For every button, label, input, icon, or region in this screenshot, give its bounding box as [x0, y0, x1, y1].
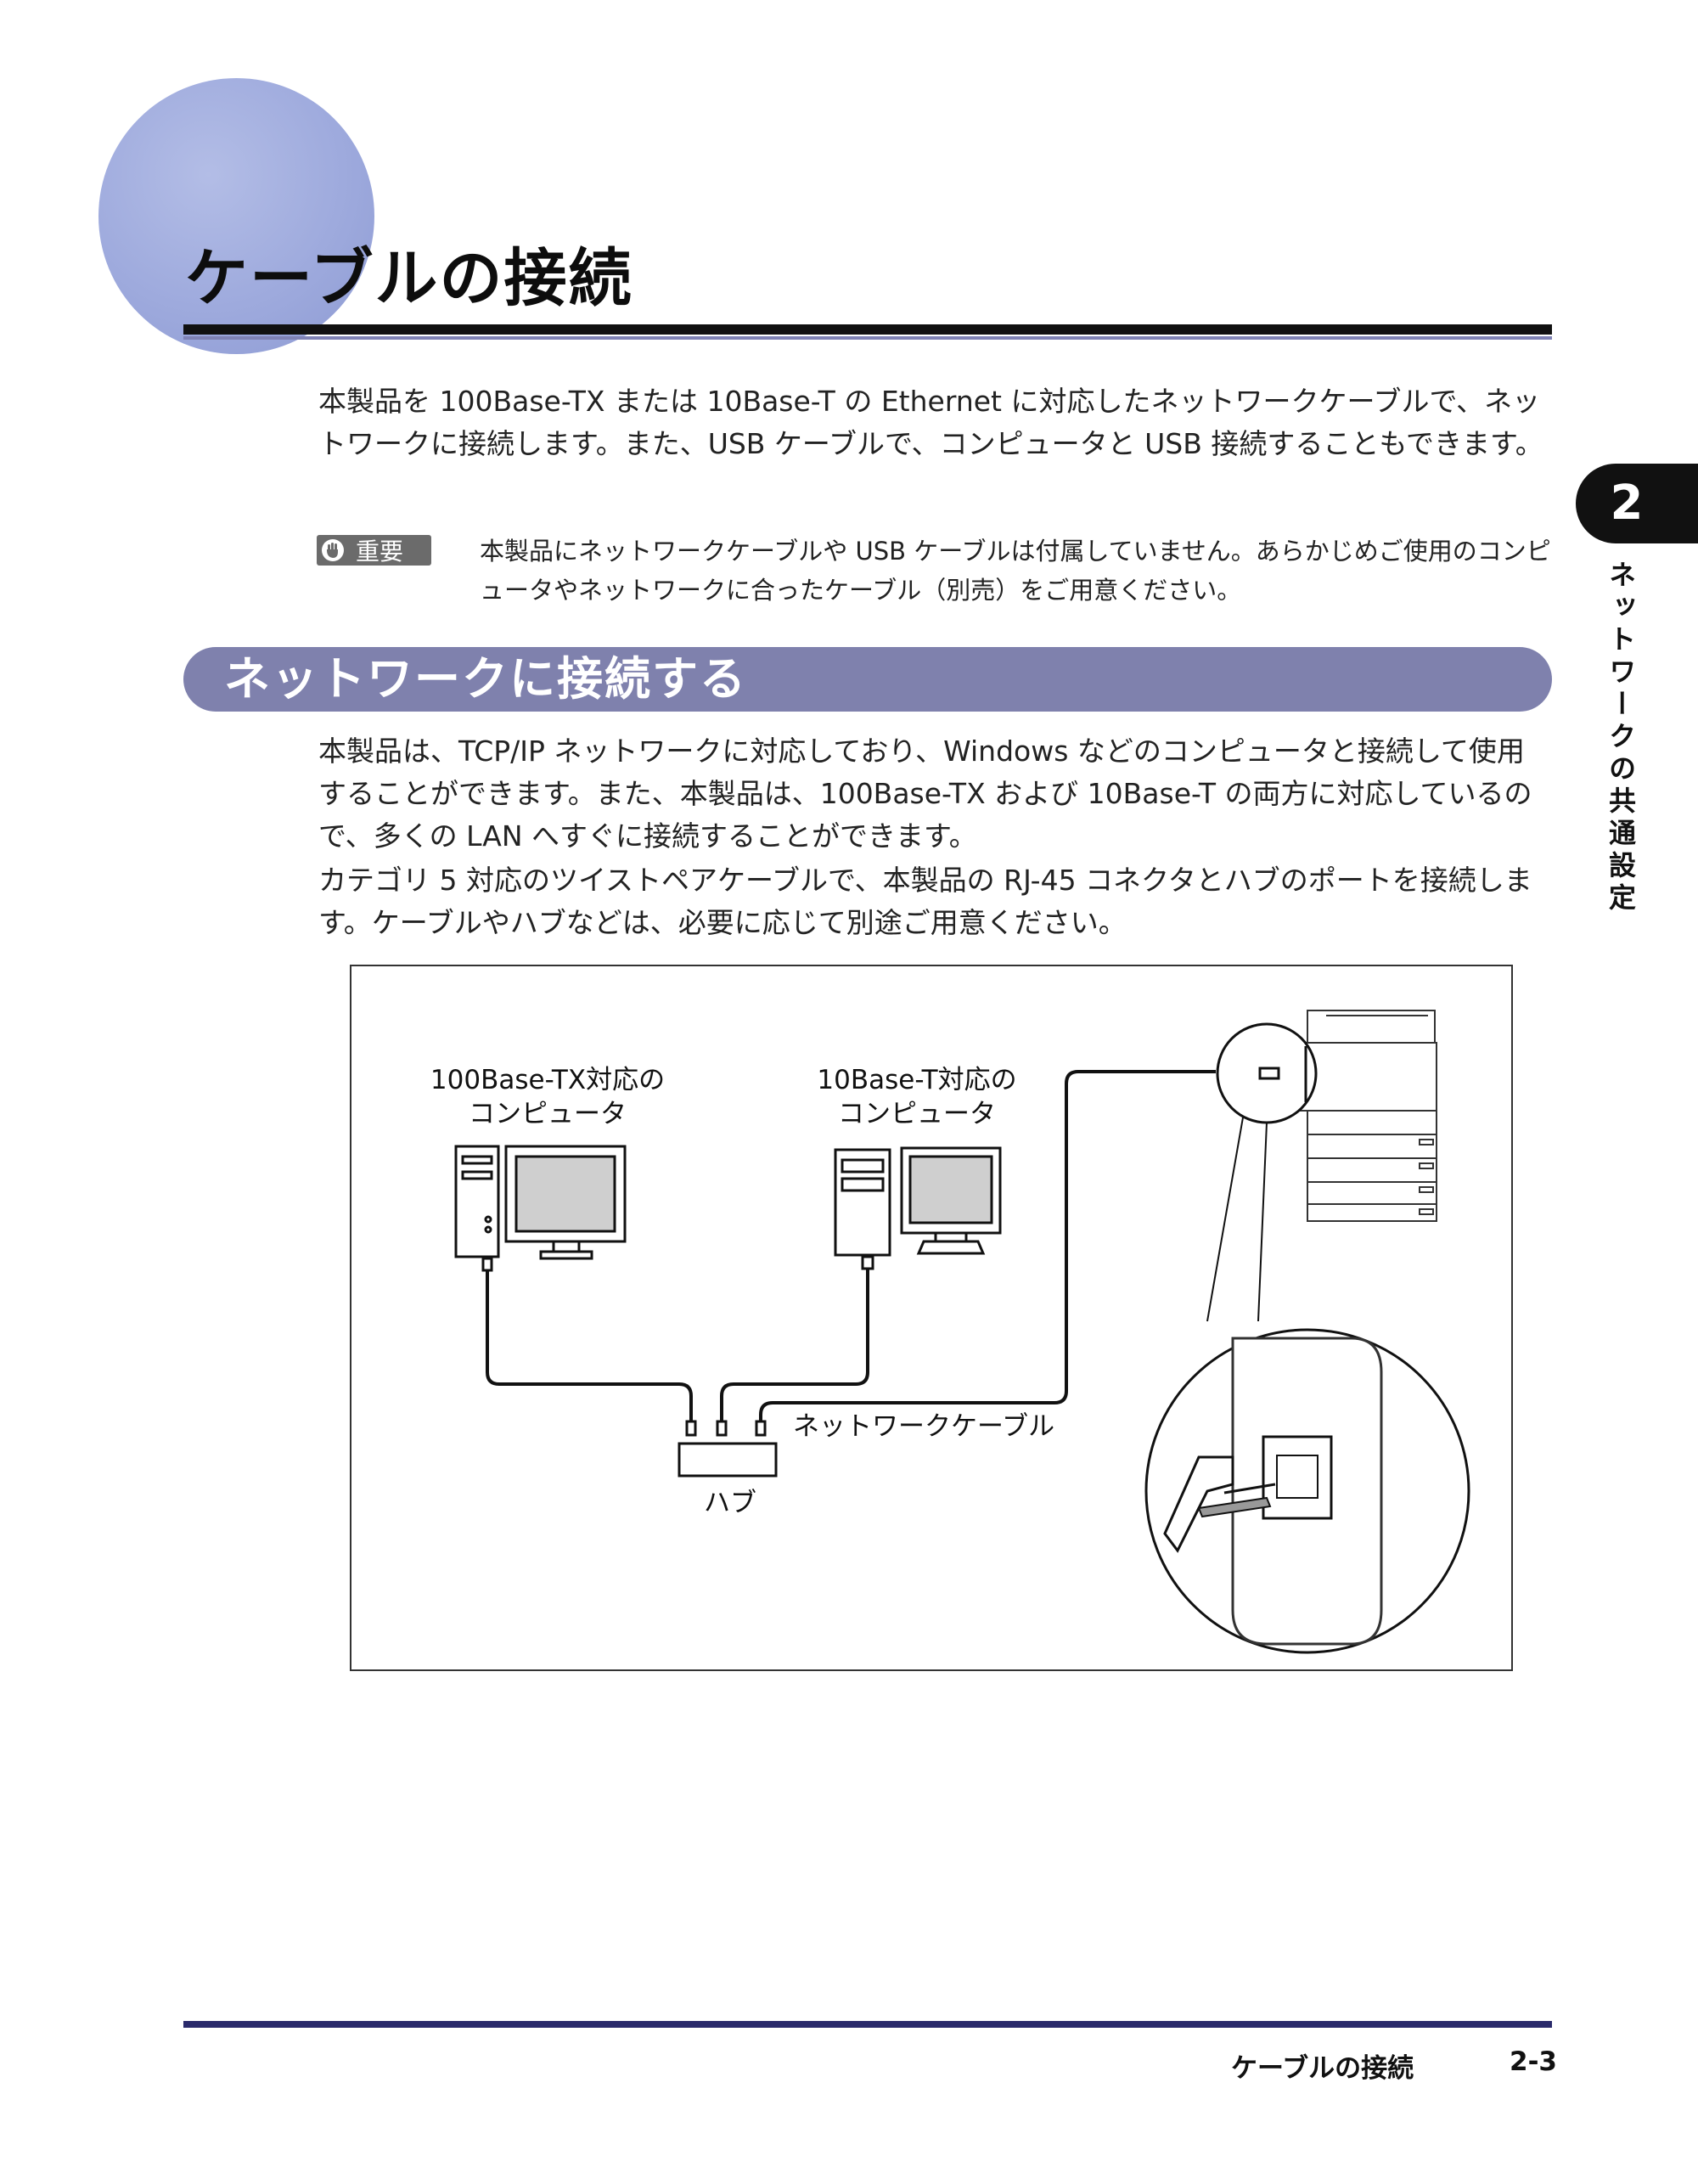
title-underline [183, 324, 1552, 335]
page-number: 2-3 [1510, 2046, 1558, 2077]
hub-label: ハブ [704, 1488, 756, 1518]
chapter-tab [1576, 464, 1698, 543]
computer-10base-t-label-line1: 10Base-T対応の [817, 1065, 1017, 1095]
chapter-side-label: ネットワークの共通設定 [1605, 560, 1637, 915]
computer-100base-tx-icon [454, 1145, 627, 1260]
footer-rule [183, 2021, 1552, 2028]
section-title: ネットワークに接続する [224, 652, 747, 706]
computer-10base-t-label-line2: コンピュータ [838, 1099, 996, 1129]
printer-icon [1296, 1010, 1437, 1222]
important-badge-label: 重要 [356, 538, 404, 566]
section-header-bar [183, 647, 1552, 712]
computer-100base-tx-label-line2: コンピュータ [469, 1099, 627, 1129]
hand-stop-icon [322, 539, 344, 561]
section-paragraph-2: カテゴリ 5 対応のツイストペアケーブルで、本製品の RJ-45 コネクタとハブ… [318, 864, 1532, 939]
network-diagram [454, 1010, 1470, 1654]
important-note: 本製品にネットワークケーブルや USB ケーブルは付属していません。あらかじめご… [480, 537, 1551, 605]
footer-title: ケーブルの接続 [1231, 2053, 1414, 2084]
important-badge: 重要 [317, 535, 431, 566]
network-cable-label: ネットワークケーブル [793, 1411, 1055, 1442]
intro-paragraph: 本製品を 100Base-TX または 10Base-T の Ethernet … [318, 385, 1543, 460]
title-decoration-circle [98, 78, 374, 354]
computer-100base-tx-label-line1: 100Base-TX対応の [430, 1065, 666, 1095]
title-underline-accent [183, 336, 1552, 340]
page-title: ケーブルの接続 [185, 242, 633, 315]
section-paragraph-1: 本製品は、TCP/IP ネットワークに対応しており、Windows などのコンピ… [318, 735, 1532, 853]
chapter-number: 2 [1610, 476, 1644, 531]
computer-10base-t-icon [834, 1146, 1002, 1257]
hub-icon [678, 1442, 778, 1478]
network-cables [486, 1070, 1216, 1421]
network-diagram-frame [350, 965, 1513, 1671]
